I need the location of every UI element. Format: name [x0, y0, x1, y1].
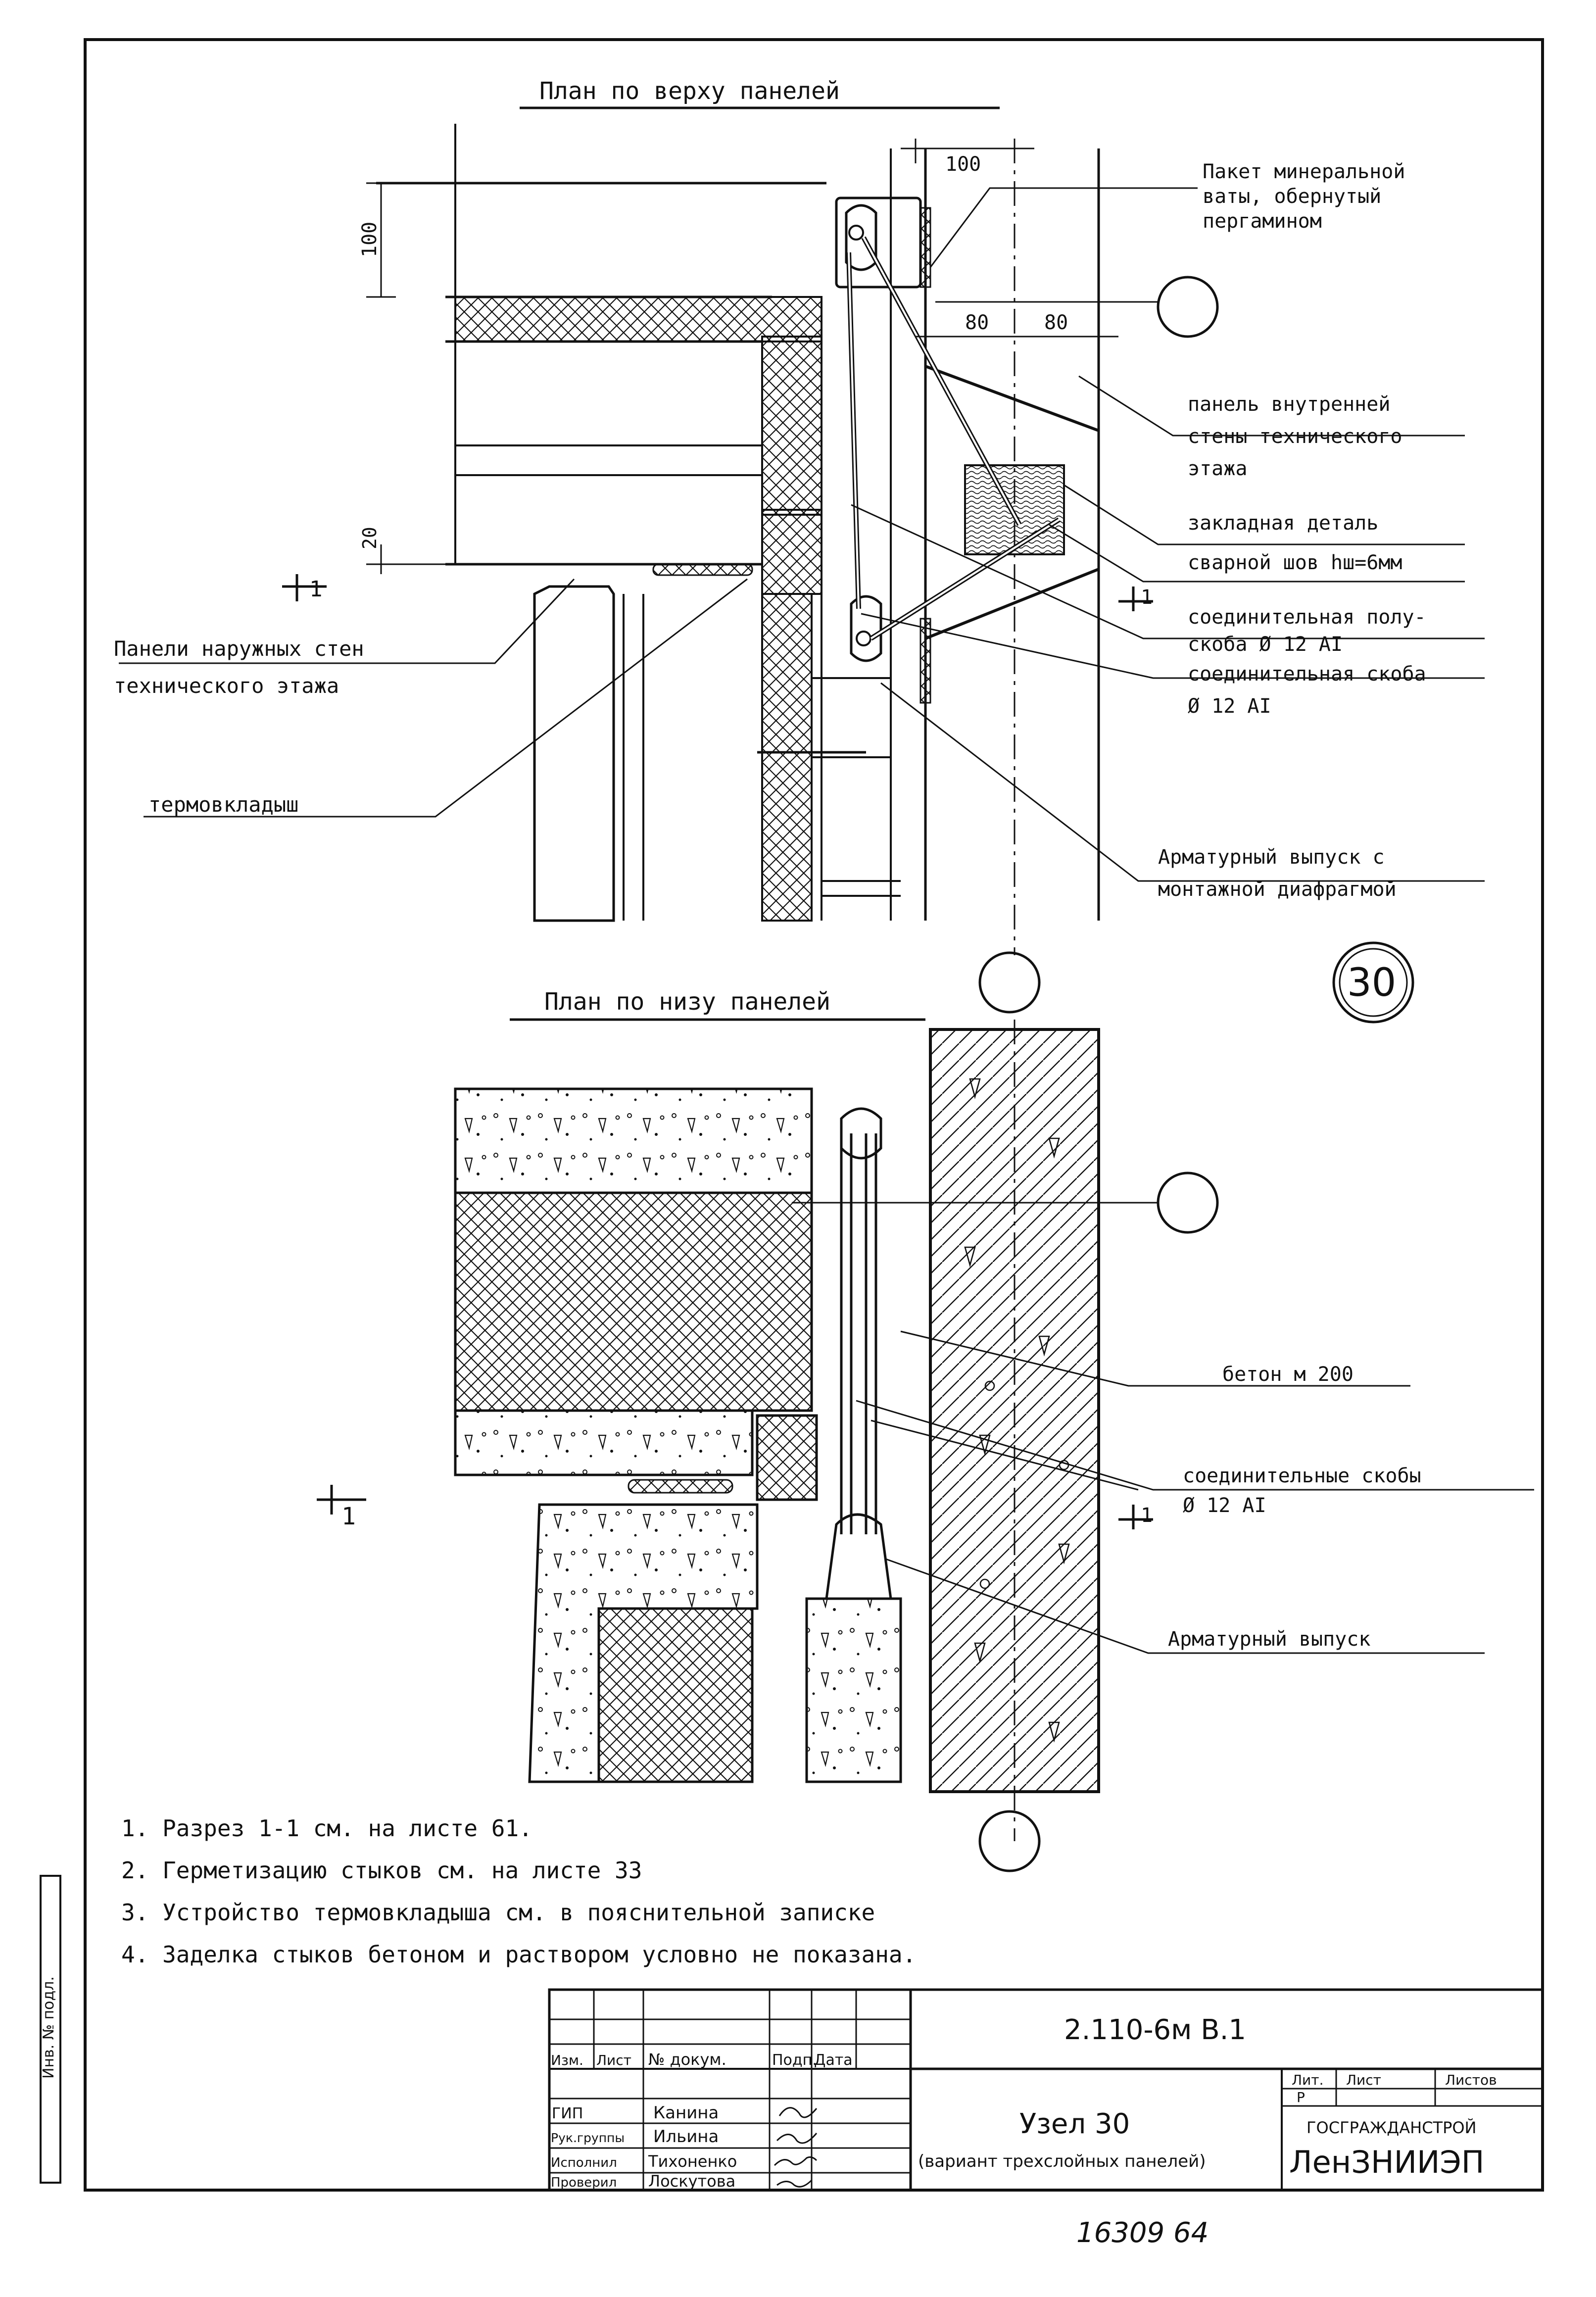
title-block: Изм. Лист № докум. Подп. Дата ГИП Канина… — [548, 1988, 1544, 2192]
dim-20: 20 — [359, 527, 381, 549]
top-insulation-vertical — [761, 336, 822, 516]
stamp-date: Дата — [814, 2052, 853, 2069]
stamp-izm: Изм. — [551, 2052, 583, 2068]
stamp-title-1: Узел 30 — [1019, 2108, 1130, 2140]
notes: 1. Разрез 1-1 см. на листе 61. 2. Гермет… — [121, 1815, 916, 1968]
staff-role-0: ГИП — [552, 2105, 583, 2122]
label-rebar: Арматурный выпуск — [1168, 1628, 1370, 1651]
note-2: 2. Герметизацию стыков см. на листе 33 — [121, 1857, 642, 1884]
label-outer-1: Панели наружных стен — [114, 636, 364, 661]
dim-100-left: 100 — [358, 222, 381, 257]
stamp-lit-value: Р — [1297, 2089, 1305, 2105]
dim-80-left: 80 — [965, 311, 989, 334]
bottom-plan-title: План по низу панелей — [544, 988, 830, 1016]
top-plan-title: План по верху панелей — [539, 77, 840, 105]
node-badge: 30 — [1347, 961, 1396, 1005]
label-embed: закладная деталь — [1188, 512, 1378, 535]
note-4: 4. Заделка стыков бетоном и раствором ус… — [121, 1941, 916, 1968]
dim-80-right: 80 — [1044, 311, 1068, 334]
signatures — [774, 2107, 818, 2188]
top-section-right: 1 — [1141, 586, 1153, 609]
label-half-brace-2: скоба Ø 12 AI — [1188, 633, 1343, 656]
label-wool-2: ваты, обернутый — [1203, 185, 1381, 208]
label-outer-2: технического этажа — [114, 674, 339, 698]
stamp-lit-label: Лит. — [1292, 2072, 1323, 2088]
staff-role-2: Исполнил — [551, 2155, 617, 2170]
mid-axis-marker — [978, 951, 1041, 1014]
bottom-section-left: 1 — [341, 1503, 356, 1530]
bottom-section-right: 1 — [1141, 1504, 1153, 1527]
embedded-part — [964, 464, 1065, 555]
stamp-doc: № докум. — [648, 2050, 726, 2069]
staff-name-2: Тихоненко — [648, 2152, 737, 2171]
label-braces-1: соединительные скобы — [1183, 1465, 1421, 1487]
label-wool-3: пергамином — [1203, 210, 1322, 233]
top-thermo-insert — [652, 563, 753, 576]
bottom-axis-marker — [1157, 1172, 1219, 1234]
staff-name-3: Лоскутова — [648, 2172, 735, 2191]
label-thermo-insert: термовкладыш — [148, 792, 298, 817]
stamp-sign: Подп. — [772, 2052, 817, 2069]
stamp-org-2: ЛенЗНИИЭП — [1289, 2144, 1484, 2180]
staff-name-1: Ильина — [653, 2127, 719, 2147]
stamp-sheets-label: Листов — [1445, 2072, 1497, 2088]
label-wool-1: Пакет минеральной — [1203, 160, 1405, 183]
note-1: 1. Разрез 1-1 см. на листе 61. — [121, 1815, 532, 1842]
top-insulation-strip — [454, 296, 822, 342]
label-brace-1: соединительная скоба — [1188, 663, 1426, 685]
dim-100-top: 100 — [945, 153, 981, 176]
stamp-list: Лист — [596, 2052, 631, 2068]
label-inner-3: этажа — [1188, 457, 1247, 480]
label-rebar-1: Арматурный выпуск с — [1158, 846, 1385, 869]
staff-name-0: Канина — [653, 2103, 719, 2123]
label-inner-1: панель внутренней — [1188, 393, 1390, 416]
top-section-left: 1 — [309, 577, 323, 602]
label-rebar-2: монтажной диафрагмой — [1158, 878, 1397, 901]
stamp-sheet-label: Лист — [1346, 2072, 1381, 2088]
label-half-brace-1: соединительная полу- — [1188, 606, 1426, 629]
bottom-plan: План по низу панелей 1 — [317, 988, 1534, 1872]
note-3: 3. Устройство термовкладыша см. в поясни… — [121, 1899, 875, 1926]
bottom-insulation — [454, 1191, 813, 1412]
label-braces-2: Ø 12 AI — [1183, 1494, 1266, 1517]
bottom-insulation-lower — [597, 1607, 754, 1783]
footer-number: 16309 64 — [1076, 2217, 1209, 2249]
top-insert-block — [761, 509, 822, 595]
staff-role-3: Проверил — [551, 2175, 617, 2190]
stamp-title-2: (вариант трехслойных панелей) — [918, 2151, 1206, 2171]
node-badge-circle — [1332, 941, 1414, 1024]
label-concrete: бетон м 200 — [1222, 1363, 1354, 1386]
lower-axis-marker — [978, 1810, 1041, 1872]
label-weld: сварной шов hш=6мм — [1188, 551, 1402, 574]
top-axis-marker — [1157, 276, 1219, 338]
staff-role-1: Рук.группы — [551, 2131, 625, 2145]
bottom-concrete-top — [454, 1087, 813, 1194]
label-inner-2: стены технического — [1188, 425, 1402, 448]
side-stamp-text: Инв. № подл. — [40, 1976, 57, 2079]
top-plan: План по верху панелей — [114, 77, 1485, 955]
stamp-org-1: ГОСГРАЖДАНСТРОЙ — [1306, 2118, 1476, 2137]
label-brace-2: Ø 12 AI — [1188, 695, 1271, 718]
stamp-code: 2.110-6м В.1 — [1064, 2014, 1246, 2046]
